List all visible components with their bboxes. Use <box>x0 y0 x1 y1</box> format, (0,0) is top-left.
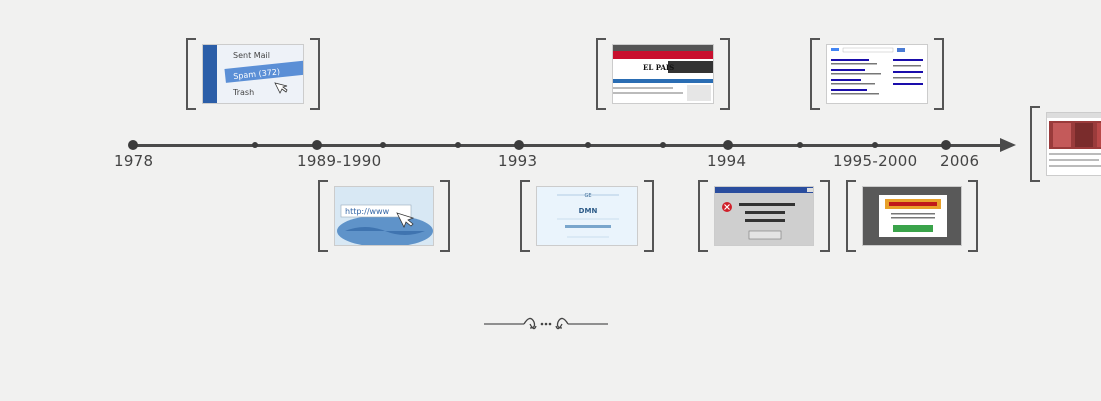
timeline-tick <box>585 142 591 148</box>
error-dialog-image <box>715 187 813 245</box>
timeline-dot-1989-1990[interactable] <box>312 140 322 150</box>
newspaper-site-frame[interactable]: EL PAIS <box>596 38 730 110</box>
timeline-axis <box>132 144 1002 147</box>
spam-folder-image: Sent Mail Spam (372) Trash <box>203 45 303 103</box>
thumb-text: http://www <box>345 207 390 216</box>
video-site-frame[interactable] <box>1030 106 1101 182</box>
popup-ad-thumb <box>862 186 962 246</box>
search-results-thumb <box>826 44 928 104</box>
ge-dmn-page-thumb: GE DMN <box>536 186 638 246</box>
thumb-text: DMN <box>579 207 598 215</box>
timeline-tick <box>797 142 803 148</box>
ge-dmn-frame[interactable]: GE DMN <box>520 180 654 252</box>
spam-folder-frame[interactable]: Sent Mail Spam (372) Trash <box>186 38 320 110</box>
decorative-flourish <box>484 317 608 330</box>
search-results-frame[interactable] <box>810 38 944 110</box>
year-label: 1978 <box>114 152 154 170</box>
video-site-thumb <box>1046 112 1101 176</box>
timeline-tick <box>872 142 878 148</box>
timeline-tick <box>660 142 666 148</box>
timeline-tick <box>380 142 386 148</box>
thumb-text: Sent Mail <box>233 51 270 60</box>
search-results-image <box>827 45 927 103</box>
year-label: 1994 <box>707 152 747 170</box>
video-site-image <box>1047 113 1101 175</box>
timeline-dot-1978[interactable] <box>128 140 138 150</box>
timeline-arrowhead <box>1000 138 1016 152</box>
year-label: 1989-1990 <box>297 152 382 170</box>
cursor-icon <box>274 82 288 94</box>
thumb-text: GE <box>584 193 591 199</box>
error-dialog-thumb <box>714 186 814 246</box>
thumb-text: Trash <box>232 88 254 97</box>
timeline-tick <box>252 142 258 148</box>
cursor-icon <box>396 212 415 228</box>
popup-ad-frame[interactable] <box>846 180 978 252</box>
year-label: 1993 <box>498 152 538 170</box>
ge-dmn-page-image: GE DMN <box>537 187 637 245</box>
newspaper-site-image: EL PAIS <box>613 45 713 103</box>
timeline-dot-2006[interactable] <box>941 140 951 150</box>
thumb-text: EL PAIS <box>643 63 674 72</box>
error-dialog-frame[interactable] <box>698 180 830 252</box>
url-bar-frame[interactable]: http://www <box>318 180 450 252</box>
spam-folder-thumb: Sent Mail Spam (372) Trash <box>202 44 304 104</box>
year-label: 1995-2000 <box>833 152 918 170</box>
url-bar-thumb: http://www <box>334 186 434 246</box>
timeline-tick <box>455 142 461 148</box>
newspaper-site-thumb: EL PAIS <box>612 44 714 104</box>
url-bar-image: http://www <box>335 187 433 245</box>
popup-ad-image <box>863 187 961 245</box>
timeline-dot-1994[interactable] <box>723 140 733 150</box>
year-label: 2006 <box>940 152 980 170</box>
timeline-dot-1993[interactable] <box>514 140 524 150</box>
